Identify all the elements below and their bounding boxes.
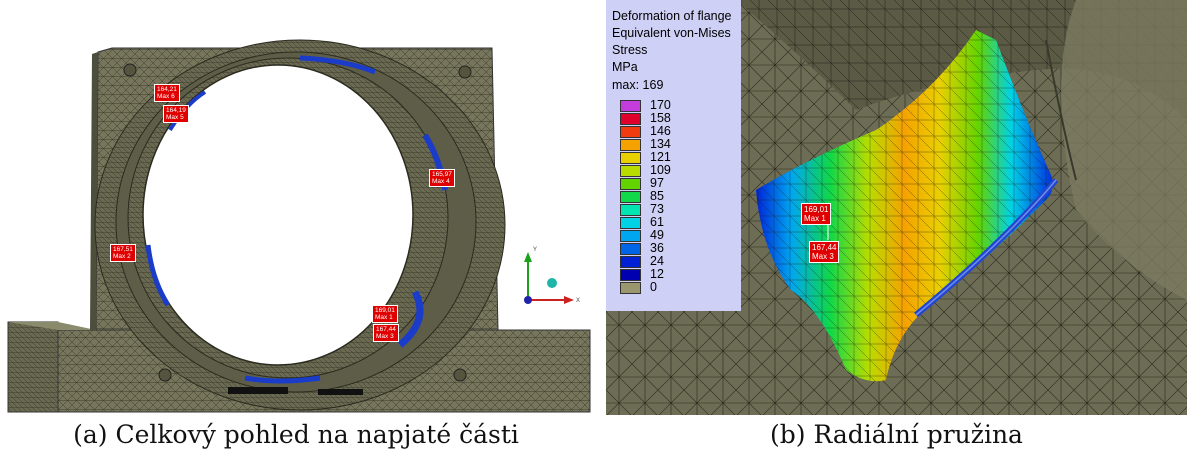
max-label: 164,21 Max 6 [154,84,180,102]
legend-value: 0 [650,280,657,294]
legend-swatch [620,100,641,112]
legend-swatch [620,139,641,151]
legend-value: 97 [650,176,664,190]
legend-swatch [620,256,641,268]
legend-value: 12 [650,267,664,281]
legend-swatch [620,204,641,216]
legend-swatch [620,113,641,125]
legend-swatch [620,165,641,177]
legend-max: max: 169 [612,78,664,92]
legend-value: 170 [650,98,671,112]
legend-title: Equivalent von-Mises [612,26,731,40]
legend-value: 158 [650,111,671,125]
legend-value: 73 [650,202,664,216]
x-axis-label: X [576,298,580,304]
legend-swatch [620,243,641,255]
legend-value: 146 [650,124,671,138]
legend-value: 109 [650,163,671,177]
legend-value: 121 [650,150,671,164]
caption-b: (b) Radiální pružina [770,420,1023,449]
max-label: 165,97 Max 4 [429,169,455,187]
legend-swatch [620,178,641,190]
caption-a: (a) Celkový pohled na napjaté části [73,420,519,449]
legend-title: Stress [612,43,648,57]
max-label: 169,01 Max 1 [801,203,832,225]
max-label: 167,51 Max 2 [110,244,136,262]
legend-swatch [620,191,641,203]
legend-value: 85 [650,189,664,203]
flange-mesh-overview: Y X [7,39,591,413]
stress-legend: Deformation of flange Equivalent von-Mis… [606,0,741,311]
max-label: 167,44 Max 3 [373,324,399,342]
legend-unit: MPa [612,60,638,74]
legend-value: 61 [650,215,664,229]
max-label: 167,44 Max 3 [809,241,840,263]
overview-image: Y X 164,21 Max 6 164,19 Max 5 165,97 Max… [0,0,592,415]
max-label: 164,19 Max 5 [163,105,189,123]
legend-title: Deformation of flange [612,9,732,23]
spring-stress-plot [606,0,1187,415]
legend-value: 49 [650,228,664,242]
y-axis-label: Y [533,247,537,253]
max-label: 169,01 Max 1 [372,305,398,323]
legend-swatch [620,230,641,242]
legend-value: 134 [650,137,671,151]
legend-swatch [620,152,641,164]
detail-image: Deformation of flange Equivalent von-Mis… [606,0,1187,415]
legend-value: 36 [650,241,664,255]
legend-swatch [620,282,641,294]
legend-swatch [620,269,641,281]
legend-swatch [620,217,641,229]
legend-swatch [620,126,641,138]
legend-value: 24 [650,254,664,268]
